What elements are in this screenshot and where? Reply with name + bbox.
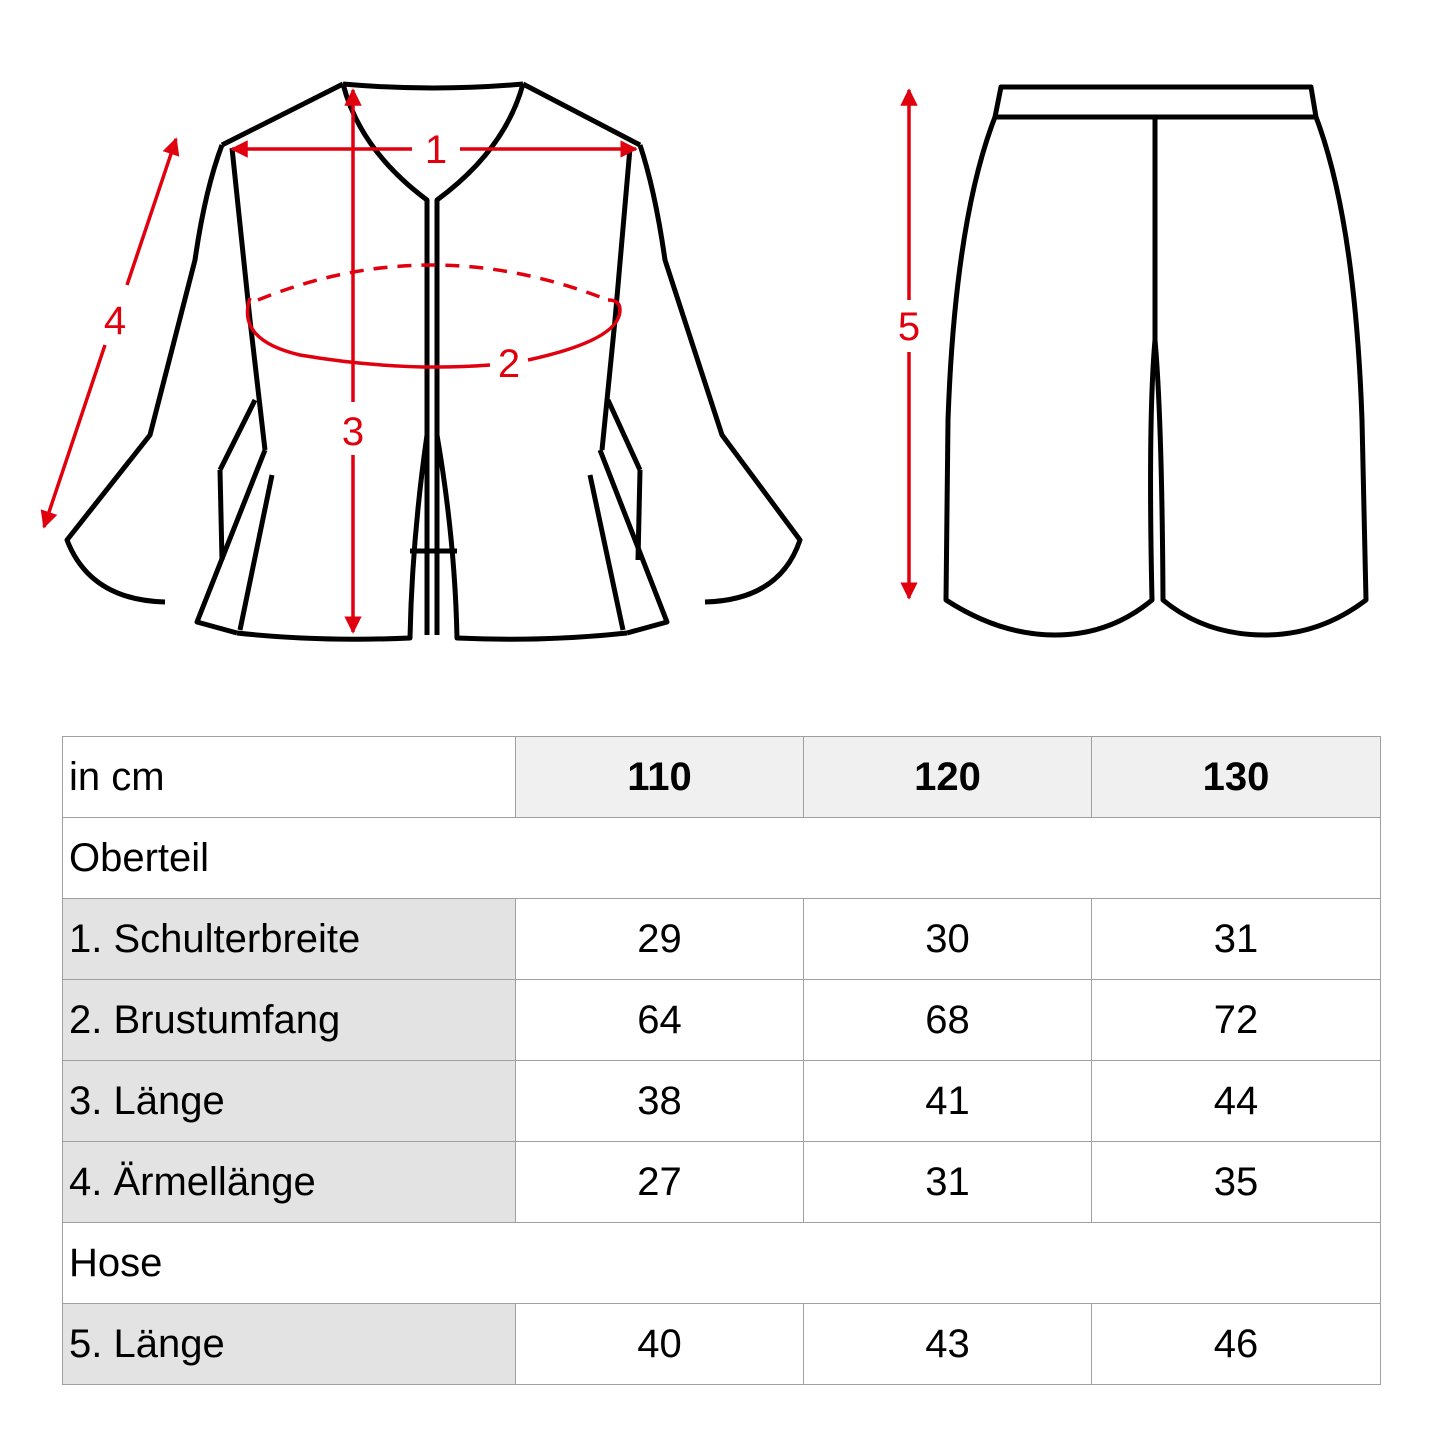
row-label: 4. Ärmellänge xyxy=(62,1141,516,1223)
cell-value: 38 xyxy=(515,1060,804,1142)
cell-value: 44 xyxy=(1091,1060,1381,1142)
table-row: 1. Schulterbreite 29 30 31 xyxy=(62,898,1381,980)
row-label: 1. Schulterbreite xyxy=(62,898,516,980)
table-row: 5. Länge 40 43 46 xyxy=(62,1303,1381,1385)
cell-value: 40 xyxy=(515,1303,804,1385)
size-header-130: 130 xyxy=(1091,736,1381,818)
section-row-hose: Hose xyxy=(62,1222,1381,1304)
sleeve-length-marker: 4 xyxy=(104,299,126,343)
section-title: Oberteil xyxy=(62,817,1381,899)
length-marker: 3 xyxy=(342,410,364,454)
cell-value: 30 xyxy=(803,898,1092,980)
section-title: Hose xyxy=(62,1222,1381,1304)
pants-length-marker: 5 xyxy=(898,305,920,349)
table-row: 4. Ärmellänge 27 31 35 xyxy=(62,1141,1381,1223)
row-label: 2. Brustumfang xyxy=(62,979,516,1061)
cell-value: 31 xyxy=(1091,898,1381,980)
cell-value: 64 xyxy=(515,979,804,1061)
chest-circumference-ellipse xyxy=(245,263,622,369)
shoulder-width-marker: 1 xyxy=(425,128,447,172)
chest-circumference-marker: 2 xyxy=(498,342,520,386)
cell-value: 46 xyxy=(1091,1303,1381,1385)
table-row: 3. Länge 38 41 44 xyxy=(62,1060,1381,1142)
cell-value: 41 xyxy=(803,1060,1092,1142)
table-row: 2. Brustumfang 64 68 72 xyxy=(62,979,1381,1061)
size-chart-table: in cm 110 120 130 Oberteil 1. Schulterbr… xyxy=(62,736,1381,1385)
size-header-110: 110 xyxy=(515,736,804,818)
row-label: 3. Länge xyxy=(62,1060,516,1142)
sleeve-length-arrow xyxy=(40,137,180,529)
cell-value: 35 xyxy=(1091,1141,1381,1223)
table-header-row: in cm 110 120 130 xyxy=(62,736,1381,818)
cell-value: 31 xyxy=(803,1141,1092,1223)
size-header-120: 120 xyxy=(803,736,1092,818)
cell-value: 43 xyxy=(803,1303,1092,1385)
cell-value: 72 xyxy=(1091,979,1381,1061)
garment-diagram: 1 2 3 4 5 xyxy=(40,81,1369,642)
pants-outline xyxy=(943,84,1369,638)
cell-value: 68 xyxy=(803,979,1092,1061)
section-row-oberteil: Oberteil xyxy=(62,817,1381,899)
row-label: 5. Länge xyxy=(62,1303,516,1385)
jacket-outline xyxy=(64,81,803,642)
cell-value: 29 xyxy=(515,898,804,980)
cell-value: 27 xyxy=(515,1141,804,1223)
unit-label: in cm xyxy=(62,736,516,818)
